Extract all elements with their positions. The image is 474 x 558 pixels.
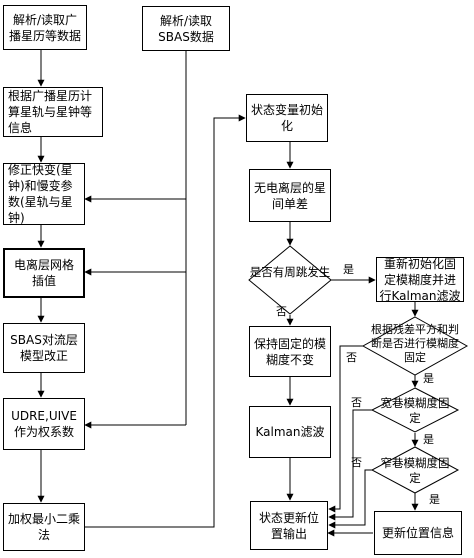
- label-yes-wide-lane: 是: [423, 433, 434, 446]
- label-no-residual: 否: [346, 351, 357, 364]
- decision-narrow-lane-shape: [370, 446, 460, 494]
- label-no-wide-lane: 否: [351, 396, 362, 409]
- update-pos-box: 更新位置信息: [374, 511, 462, 555]
- edge-wls-to-state-init: [85, 114, 246, 528]
- decision-cycle-slip-label: 是否有周跳发生: [249, 265, 331, 279]
- edge-wide-no-to-output: [328, 409, 372, 521]
- decision-wide-lane-shape: [370, 387, 460, 433]
- state-output-box: 状态更新位置输出: [250, 501, 328, 550]
- kalman-box: Kalman滤波: [249, 406, 331, 458]
- sbas-tropo-box: SBAS对流层模型改正: [3, 323, 85, 373]
- correct-params-box: 修正快变(星钟)和慢变参数(星轨与星钟): [3, 163, 85, 225]
- label-yes-narrow-lane: 是: [429, 493, 440, 506]
- decision-residual-shape: [361, 316, 469, 376]
- label-yes-cycle-slip: 是: [343, 263, 354, 276]
- label-no-narrow-lane: 否: [351, 456, 362, 469]
- sd-no-iono-box: 无电离层的星间单差: [249, 169, 331, 222]
- parse-sbas-box: 解析/读取SBAS数据: [142, 6, 230, 51]
- wls-box: 加权最小二乘法: [3, 503, 85, 551]
- reinit-box: 重新初始化固定模糊度并进行Kalman滤波: [376, 257, 464, 303]
- udre-uive-box: UDRE,UIVE作为权系数: [3, 398, 85, 450]
- label-no-cycle-slip: 否: [276, 305, 287, 318]
- label-yes-residual: 是: [423, 372, 434, 385]
- parse-broadcast-box: 解析/读取广播星历等数据: [3, 5, 87, 50]
- state-init-box: 状态变量初始化: [246, 94, 328, 142]
- decision-narrow-lane-label: 窄巷模糊度固定: [380, 456, 450, 485]
- decision-residual-label: 根据残差平方和判断是否进行模糊度固定: [371, 323, 459, 364]
- keep-fixed-box: 保持固定的模糊度不变: [249, 326, 331, 377]
- decision-wide-lane-label: 宽巷模糊度固定: [380, 396, 450, 425]
- decision-cycle-slip-shape: [248, 245, 332, 315]
- compute-orbit-box: 根据广播星历计算星轨与星钟等信息: [3, 87, 103, 137]
- edge-narrow-no-to-output: [328, 469, 372, 529]
- edge-residual-no-to-output: [328, 345, 363, 513]
- iono-interp-box: 电离层网格插值: [3, 248, 85, 298]
